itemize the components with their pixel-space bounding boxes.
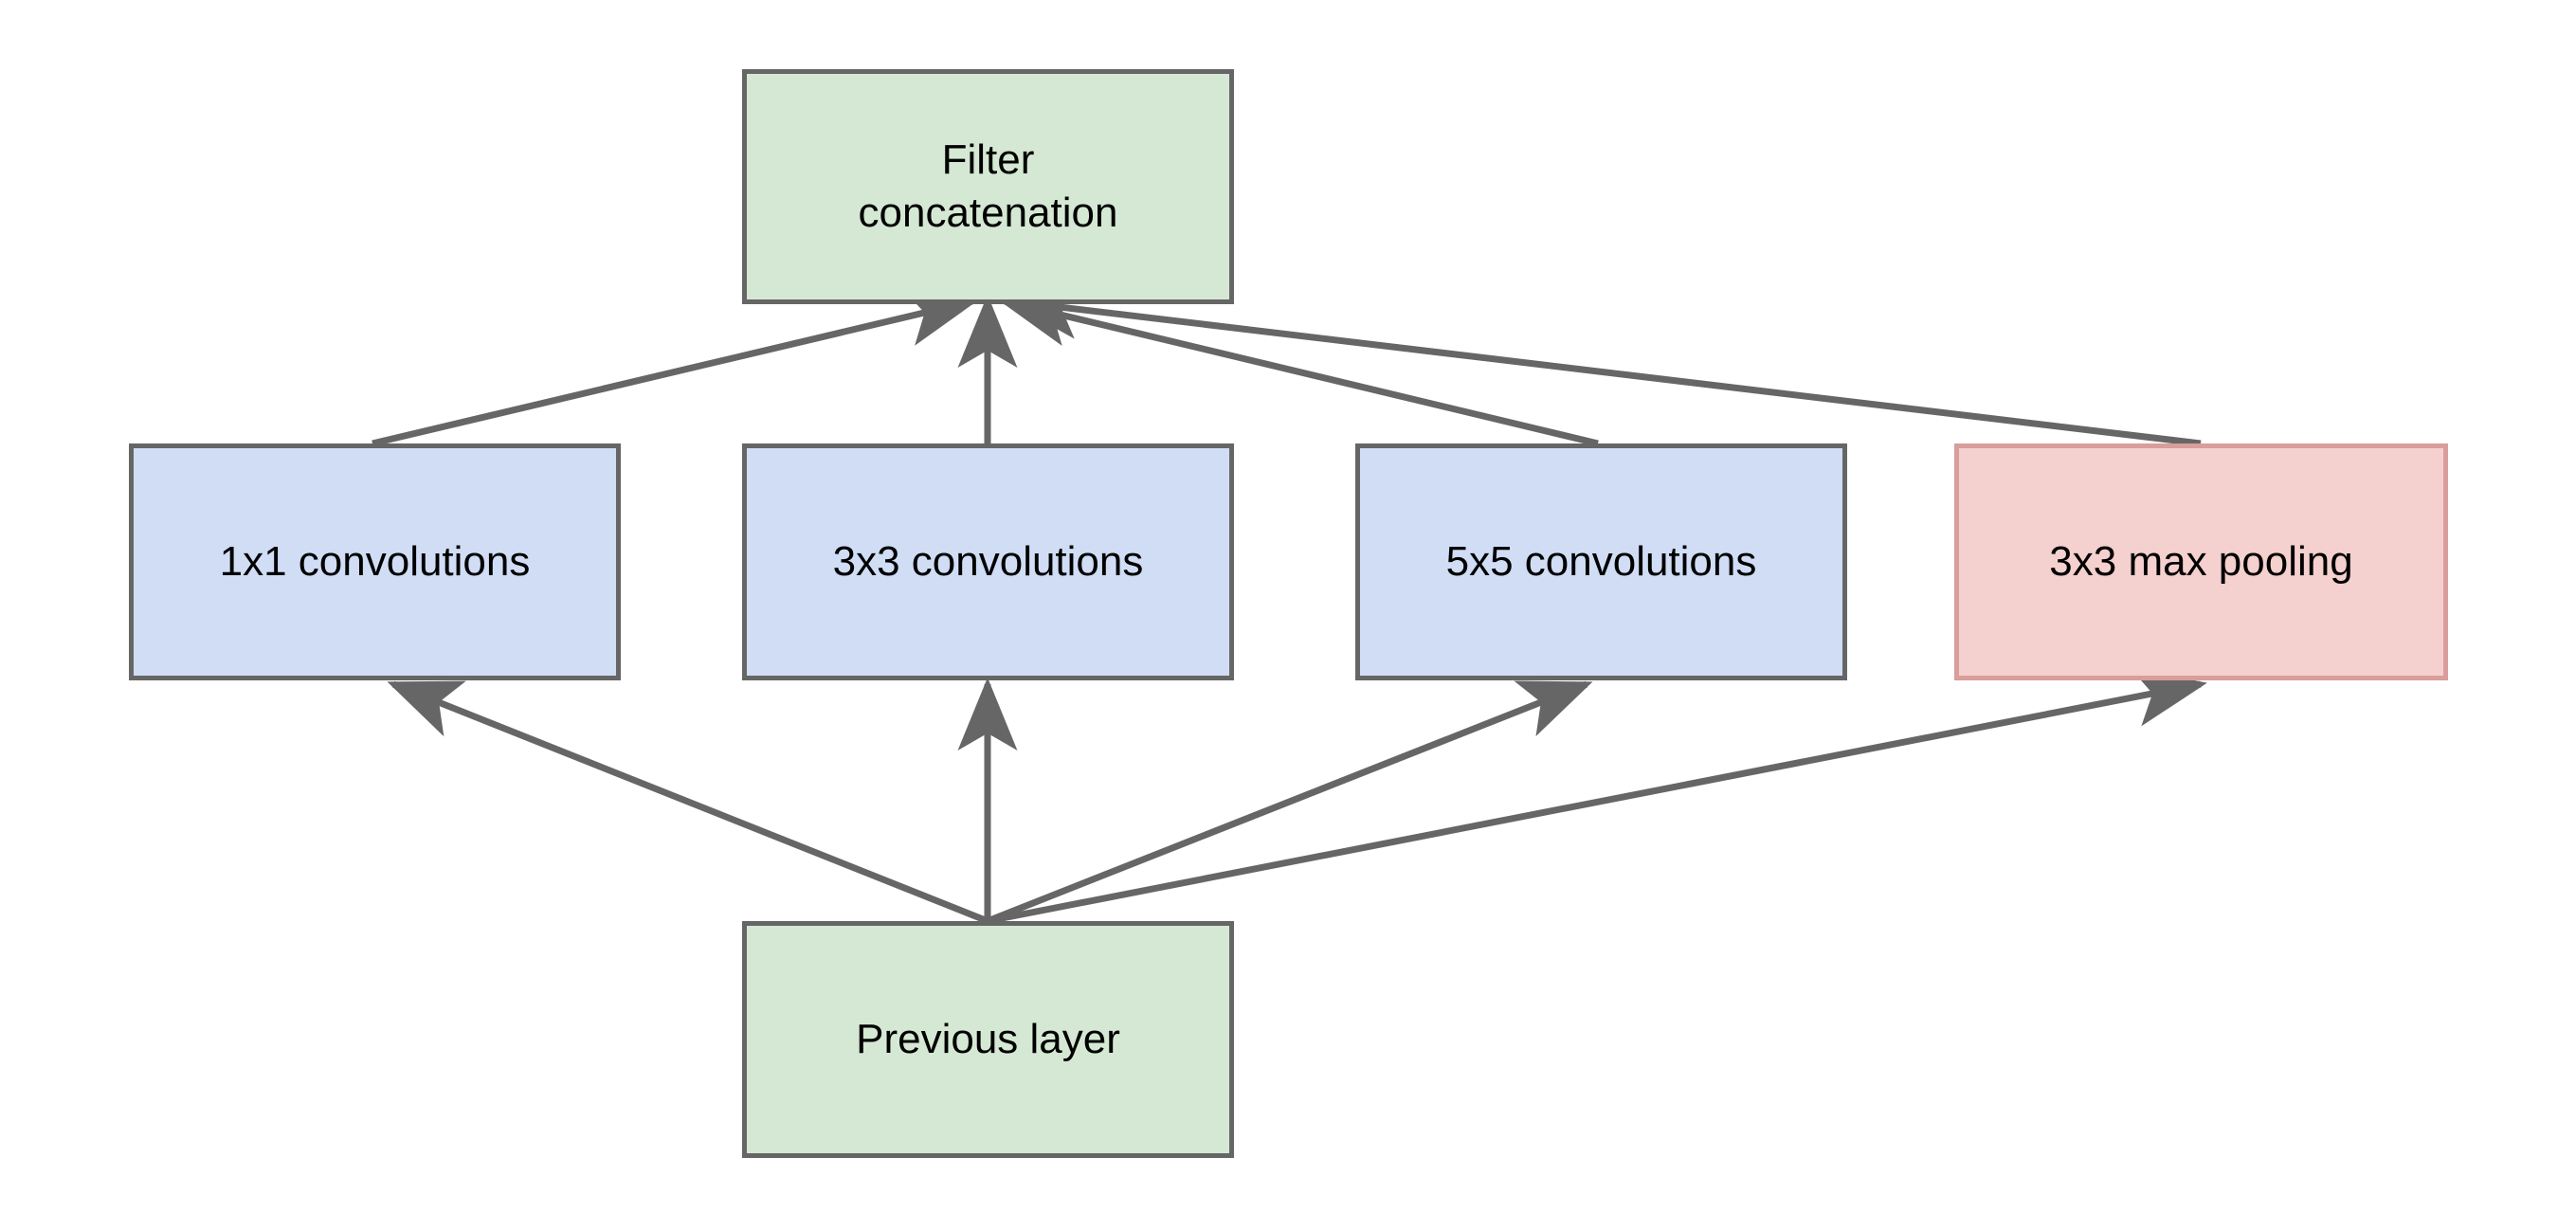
node-previous-layer-label: Previous layer	[856, 1015, 1120, 1062]
edge-prev-to-maxpool	[987, 667, 2207, 925]
node-conv-1x1-label: 1x1 convolutions	[219, 537, 531, 585]
node-conv-1x1[interactable]: 1x1 convolutions	[129, 443, 621, 680]
node-conv-3x3[interactable]: 3x3 convolutions	[742, 443, 1234, 680]
edge-1x1-to-concat	[372, 287, 979, 447]
node-previous-layer[interactable]: Previous layer	[742, 921, 1234, 1158]
node-conv-5x5-label: 5x5 convolutions	[1445, 537, 1757, 585]
node-filter-concatenation-label: Filter concatenation	[858, 136, 1118, 236]
node-filter-concatenation[interactable]: Filter concatenation	[742, 69, 1234, 304]
edge-5x5-to-concat	[998, 287, 1599, 447]
node-maxpool-3x3[interactable]: 3x3 max pooling	[1954, 443, 2448, 680]
edge-prev-to-5x5	[986, 680, 1593, 925]
node-conv-3x3-label: 3x3 convolutions	[832, 537, 1144, 585]
edge-prev-to-1x1	[387, 680, 989, 925]
node-maxpool-3x3-label: 3x3 max pooling	[2049, 537, 2353, 585]
edge-maxpool-to-concat	[1006, 280, 2202, 447]
node-conv-5x5[interactable]: 5x5 convolutions	[1355, 443, 1847, 680]
